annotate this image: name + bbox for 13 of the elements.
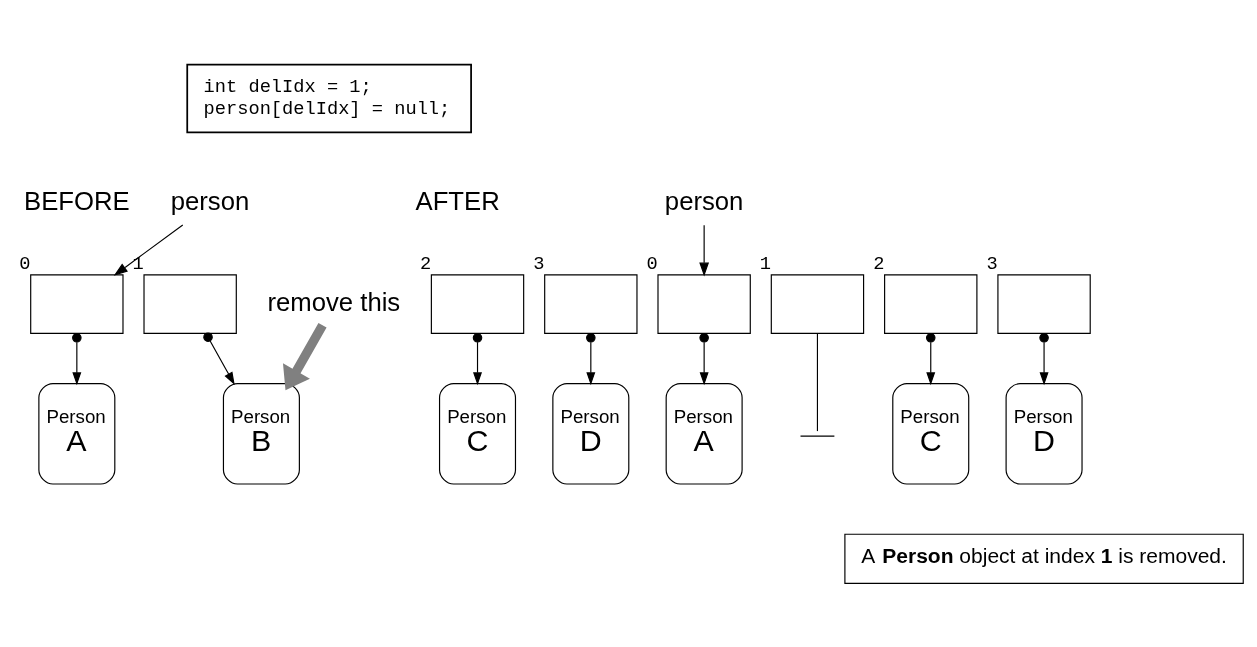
node-label: 3 bbox=[986, 252, 998, 275]
label: AFTER bbox=[415, 186, 500, 215]
node-text: person bbox=[664, 186, 744, 215]
node-label: 1 bbox=[132, 252, 144, 275]
label: BEFORE bbox=[24, 186, 130, 215]
node-label: 0 bbox=[19, 252, 31, 275]
node-label: 0 bbox=[646, 252, 658, 275]
node-text: remove this bbox=[267, 287, 401, 316]
node-label: 3 bbox=[533, 252, 545, 275]
node-text: person bbox=[170, 186, 250, 215]
node-label: 2 bbox=[873, 252, 885, 275]
node-label: 2 bbox=[419, 252, 432, 275]
node-label: 1 bbox=[759, 252, 772, 275]
